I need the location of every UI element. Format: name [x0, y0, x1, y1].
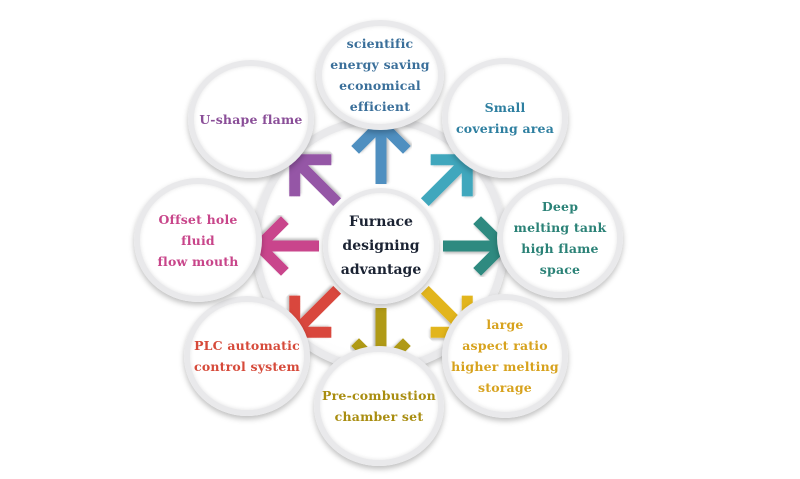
arrow-shaft: [420, 158, 469, 207]
node-label: scientific energy saving economical effi…: [330, 36, 430, 114]
arrow-left: [251, 216, 319, 276]
center-title: Furnace designing advantage: [340, 214, 422, 278]
node-label: PLC automatic control system: [194, 338, 300, 374]
node-small-covering-area: Small covering area: [442, 58, 568, 178]
node-pre-combustion-chamber: Pre-combustion chamber set: [314, 346, 444, 466]
node-u-shape-flame: U-shape flame: [188, 60, 314, 178]
arrow-shaft: [293, 158, 342, 207]
arrow-right: [443, 216, 511, 276]
center-hub: [323, 188, 439, 304]
node-plc-automatic-control: PLC automatic control system: [184, 296, 310, 416]
node-label: Deep melting tank high flame space: [513, 199, 607, 277]
node-label: large aspect ratio higher melting storag…: [451, 317, 559, 395]
node-label: U-shape flame: [199, 111, 303, 127]
arrow-shaft: [293, 285, 342, 334]
node-scientific-energy-saving: scientific energy saving economical effi…: [316, 20, 444, 130]
node-offset-hole-fluid: Offset hole fluid flow mouth: [134, 178, 262, 302]
node-deep-melting-tank: Deep melting tank high flame space: [497, 178, 623, 298]
arrow-up: [351, 116, 411, 184]
node-large-aspect-ratio: large aspect ratio higher melting storag…: [442, 294, 568, 418]
node-label: Small covering area: [455, 100, 555, 136]
node-label: Offset hole fluid flow mouth: [157, 211, 239, 269]
node-label: Pre-combustion chamber set: [322, 388, 436, 424]
